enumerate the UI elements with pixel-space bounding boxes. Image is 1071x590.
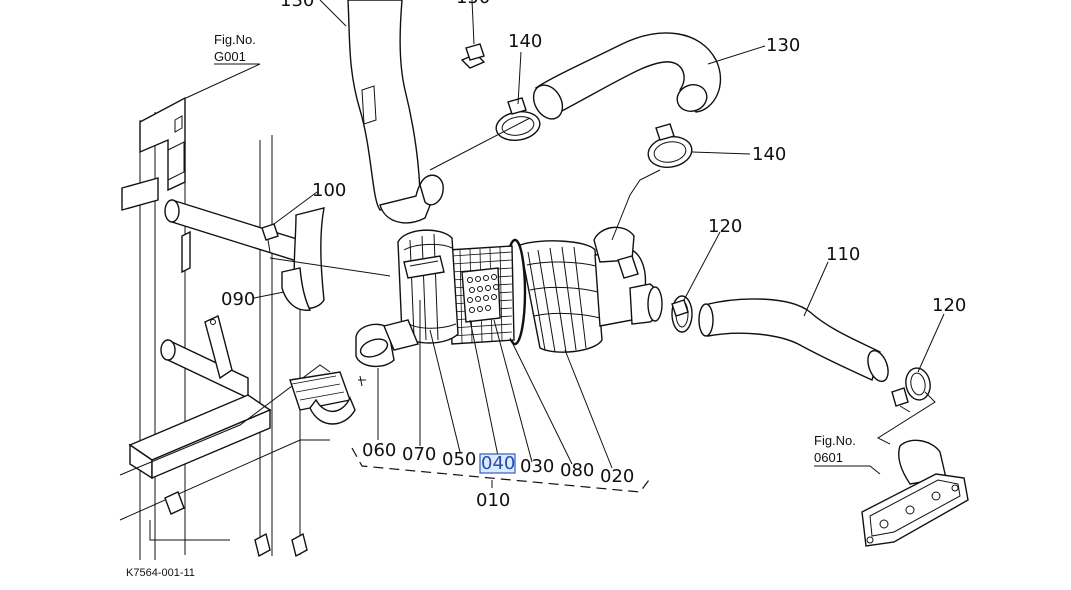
fig-ref-g001-number: G001 — [214, 49, 246, 64]
callout-080[interactable]: 080 — [560, 460, 594, 481]
strap-090 — [281, 207, 325, 311]
hose-130 — [532, 32, 722, 120]
callout-140-a[interactable]: 140 — [508, 31, 542, 52]
document-code: K7564-001-11 — [126, 567, 195, 579]
fig-ref-g001[interactable]: Fig.No. G001 — [214, 32, 256, 64]
callout-140-b[interactable]: 140 — [752, 144, 786, 165]
bolt-150 — [460, 0, 486, 69]
callout-060[interactable]: 060 — [362, 440, 396, 461]
fig-ref-0601-number: 0601 — [814, 450, 843, 465]
intake-pipe-upper — [319, 0, 444, 224]
callout-120-b[interactable]: 120 — [932, 295, 966, 316]
fig-ref-g001-title: Fig.No. — [214, 32, 256, 47]
inner-element-perforations — [467, 274, 499, 313]
callout-010[interactable]: 010 — [476, 490, 510, 511]
callouts: 130 150 140 130 140 100 120 110 120 090 … — [221, 0, 966, 511]
callout-050[interactable]: 050 — [442, 449, 476, 470]
callout-020[interactable]: 020 — [600, 466, 634, 487]
callout-070[interactable]: 070 — [402, 444, 436, 465]
clamp-120-a — [671, 295, 693, 333]
fig-ref-0601[interactable]: Fig.No. 0601 — [814, 433, 856, 465]
callout-040[interactable]: 040 — [481, 453, 515, 474]
callout-100[interactable]: 100 — [312, 180, 346, 201]
bolt-100 — [261, 223, 279, 253]
callout-090[interactable]: 090 — [221, 289, 255, 310]
callout-110[interactable]: 110 — [826, 244, 860, 265]
clamp-120-b — [891, 367, 931, 413]
callout-130[interactable]: 130 — [766, 35, 800, 56]
air-cleaner-assembly — [269, 117, 663, 367]
callout-120-a[interactable]: 120 — [708, 216, 742, 237]
leader-lines — [185, 45, 945, 488]
hose-110 — [698, 298, 889, 383]
callout-130-top[interactable]: 130 — [280, 0, 314, 11]
chassis-frame — [119, 96, 366, 560]
intake-manifold — [861, 391, 969, 547]
clamp-140-b — [647, 123, 693, 168]
callout-040-highlight — [479, 453, 516, 474]
callout-030[interactable]: 030 — [520, 456, 554, 477]
assembly-010-bracket — [351, 447, 653, 493]
callout-150-top[interactable]: 150 — [456, 0, 490, 8]
fig-ref-0601-title: Fig.No. — [814, 433, 856, 448]
